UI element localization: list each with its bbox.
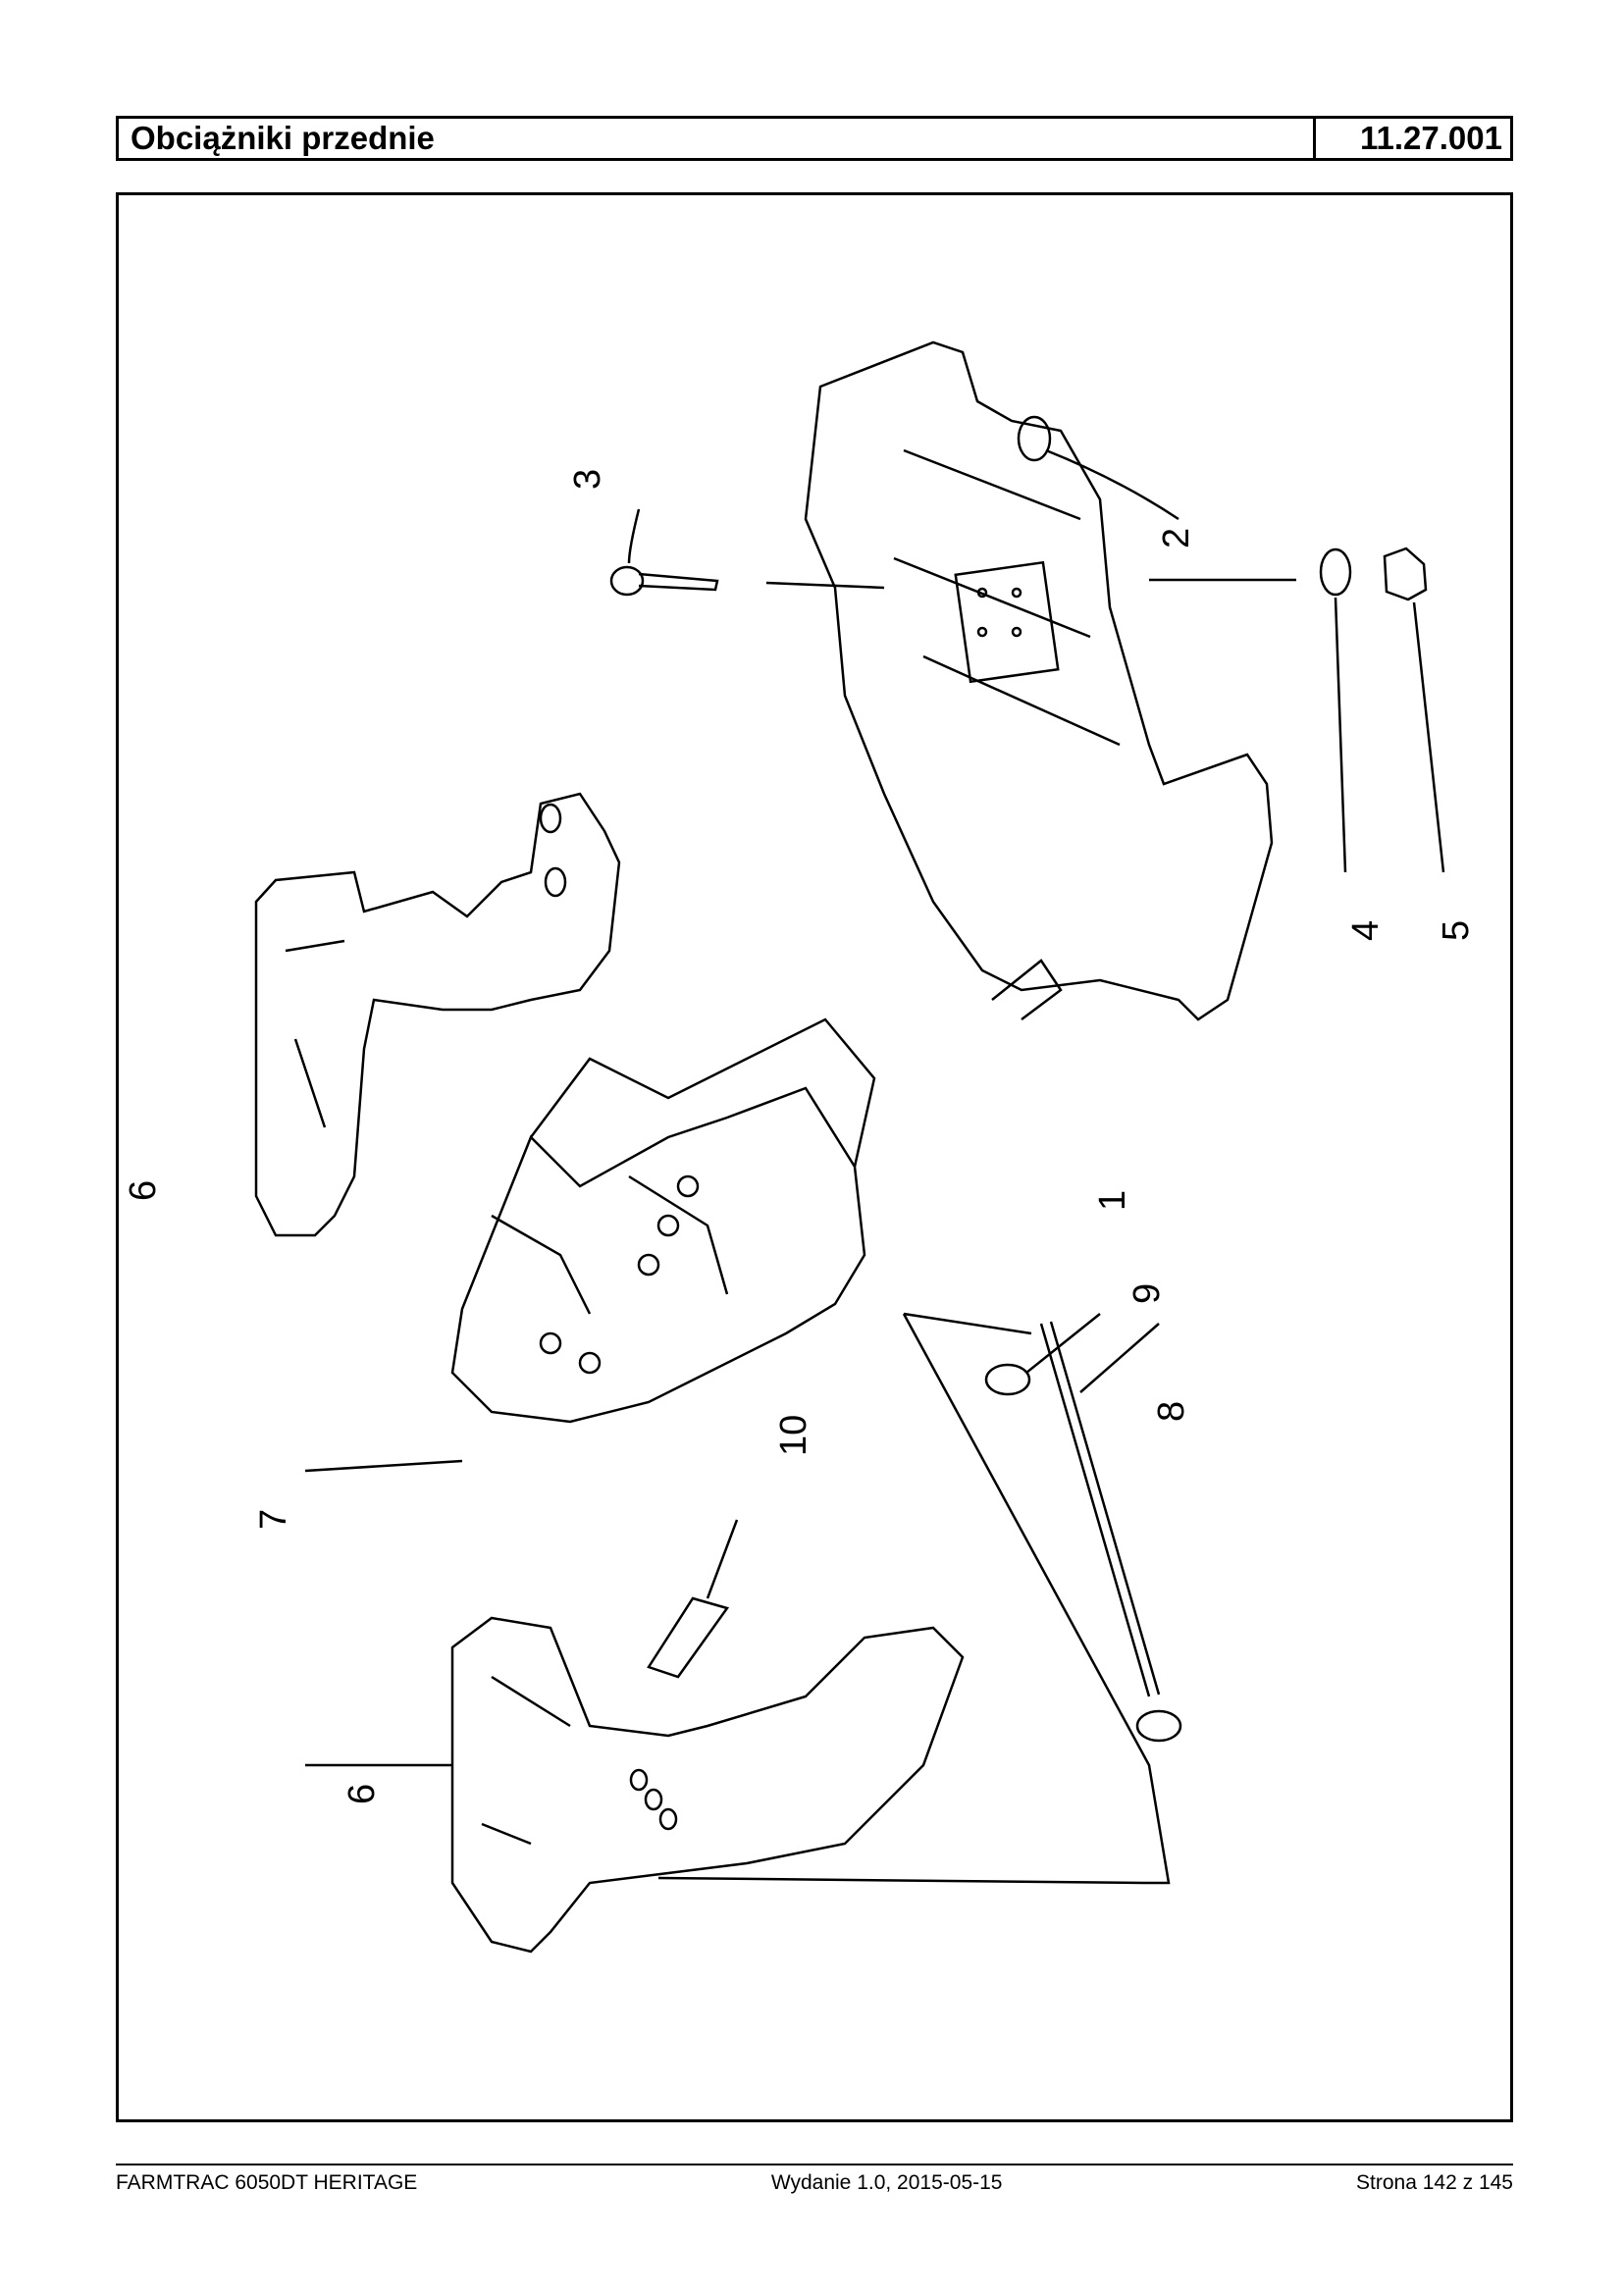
- callout-5: 5: [1436, 920, 1477, 941]
- exploded-parts-drawing: 1 2 3 4 5 6 6 7 8 9 10: [116, 192, 1513, 2122]
- washer-part-4: [1319, 548, 1352, 873]
- weight-part-6-upper: [254, 792, 621, 1237]
- weight-part-6-lower: [305, 1616, 965, 1954]
- callout-8: 8: [1151, 1401, 1192, 1422]
- callout-2: 2: [1156, 528, 1197, 548]
- plate-part-10: [647, 1519, 739, 1679]
- callout-6-upper: 6: [123, 1180, 164, 1201]
- callout-10: 10: [773, 1415, 814, 1456]
- callout-7: 7: [253, 1509, 294, 1530]
- weight-carrier-part-1: [804, 340, 1274, 1021]
- callout-6-lower: 6: [341, 1784, 383, 1804]
- callout-9: 9: [1126, 1283, 1168, 1304]
- section-code: 11.27.001: [1313, 119, 1510, 158]
- page-title: Obciążniki przednie: [131, 120, 435, 156]
- footer-edition: Wydanie 1.0, 2015-05-15: [770, 2171, 1003, 2194]
- bracket-part-7: [304, 1017, 876, 1473]
- page-footer: FARMTRAC 6050DT HERITAGE Wydanie 1.0, 20…: [116, 2164, 1513, 2195]
- long-bolt-part-8: [1039, 1321, 1182, 1743]
- callout-1: 1: [1092, 1190, 1133, 1211]
- callout-3: 3: [567, 469, 608, 490]
- washer-part-9: [984, 1313, 1101, 1396]
- footer-page-number: Strona 142 z 145: [1356, 2171, 1513, 2194]
- bush-part-2: [1017, 415, 1179, 521]
- bolt-part-3: [609, 508, 885, 597]
- footer-model: FARMTRAC 6050DT HERITAGE: [116, 2171, 418, 2194]
- assembly-outline: [657, 1312, 1171, 1885]
- callout-4: 4: [1345, 920, 1387, 941]
- page-header: Obciążniki przednie 11.27.001: [116, 116, 1513, 161]
- nut-part-5: [1149, 547, 1445, 873]
- drawing-canvas: 1 2 3 4 5 6 6 7 8 9 10: [123, 340, 1477, 1954]
